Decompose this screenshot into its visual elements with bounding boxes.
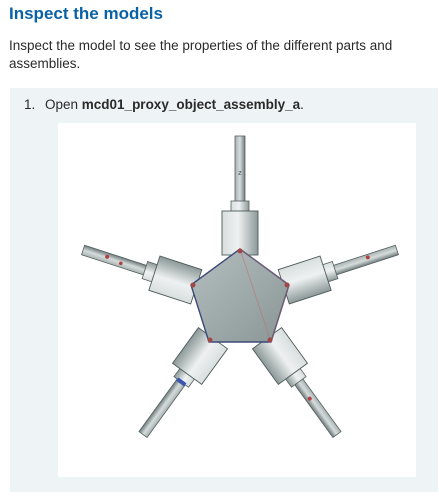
- pentagon-hub-assembly-render: z: [81, 135, 399, 438]
- pentagon-hub: [190, 248, 290, 343]
- arm-left: [81, 244, 203, 305]
- arm-bottom-left: [138, 327, 229, 438]
- step-instruction: Open mcd01_proxy_object_assembly_a.: [45, 97, 304, 112]
- page-title: Inspect the models: [9, 4, 163, 23]
- arm-top: [221, 135, 259, 256]
- hub-vertex-markers: [190, 248, 290, 343]
- intro-paragraph: Inspect the model to see the properties …: [9, 38, 393, 71]
- axis-tag: z: [238, 169, 242, 177]
- arm-bottom-right: [251, 327, 342, 438]
- assembly-figure: z: [58, 123, 416, 477]
- step-suffix: .: [300, 97, 304, 112]
- step-number: 1.: [24, 97, 36, 112]
- arm-right: [277, 244, 399, 305]
- step-prefix: Open: [45, 97, 82, 112]
- step-panel: 1. Open mcd01_proxy_object_assembly_a.: [10, 88, 438, 492]
- arm-group: [81, 135, 399, 438]
- model-name: mcd01_proxy_object_assembly_a: [81, 97, 301, 112]
